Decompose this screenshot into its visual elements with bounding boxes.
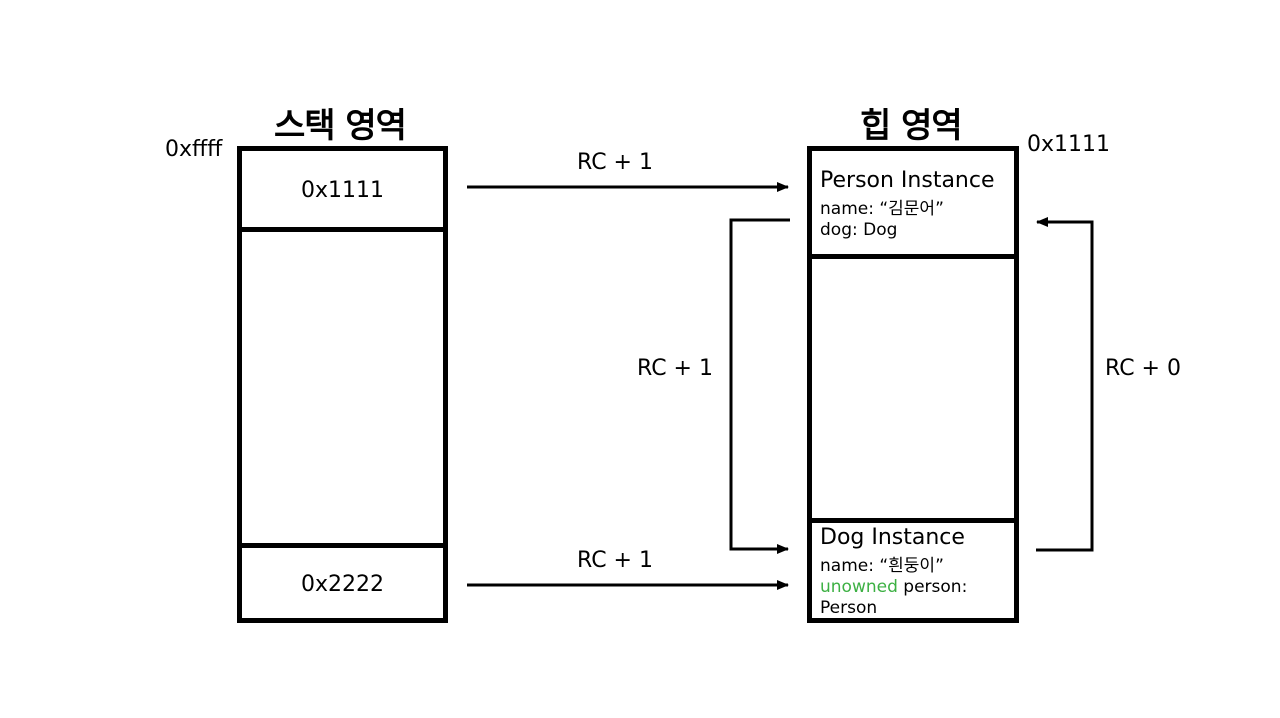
stack-cell-dog-ref: 0x2222 [300, 572, 384, 597]
stack-area-box: 0x1111 0x2222 [237, 146, 448, 623]
stack-divider-top [242, 227, 443, 232]
stack-top-address: 0xffff [165, 137, 223, 162]
dog-person-field: unowned person: [820, 577, 1016, 597]
heap-top-address: 0x1111 [1027, 132, 1111, 157]
stack-cell-person-ref: 0x1111 [300, 178, 384, 203]
rc-label-stack-to-dog: RC + 1 [577, 548, 653, 573]
rc-label-stack-to-person: RC + 1 [577, 150, 653, 175]
dog-to-person-arrow [1036, 217, 1094, 552]
person-name-field: name: “김문어” [820, 199, 944, 219]
person-dog-field: dog: Dog [820, 220, 898, 240]
dog-name-field: name: “흰둥이” [820, 556, 944, 576]
heap-area-box: Person Instance name: “김문어” dog: Dog Dog… [807, 146, 1019, 623]
person-instance-title: Person Instance [820, 168, 995, 193]
dog-instance-title: Dog Instance [820, 525, 965, 550]
stack-divider-bottom [242, 543, 443, 548]
unowned-keyword: unowned [820, 577, 898, 597]
dog-person-label: person: [897, 577, 968, 597]
heap-area-title: 힙 영역 [860, 106, 963, 146]
rc-label-person-to-dog: RC + 1 [637, 356, 713, 381]
person-to-dog-arrow [729, 218, 790, 554]
rc-label-dog-to-person: RC + 0 [1105, 356, 1181, 381]
heap-divider-top [812, 254, 1014, 259]
person-instance-block: Person Instance name: “김문어” dog: Dog [820, 168, 1010, 240]
dog-instance-block: Dog Instance name: “흰둥이” unowned person:… [820, 525, 1016, 618]
stack-area-title: 스택 영역 [274, 106, 407, 146]
dog-person-type: Person [820, 598, 878, 618]
heap-divider-bottom [812, 518, 1014, 523]
